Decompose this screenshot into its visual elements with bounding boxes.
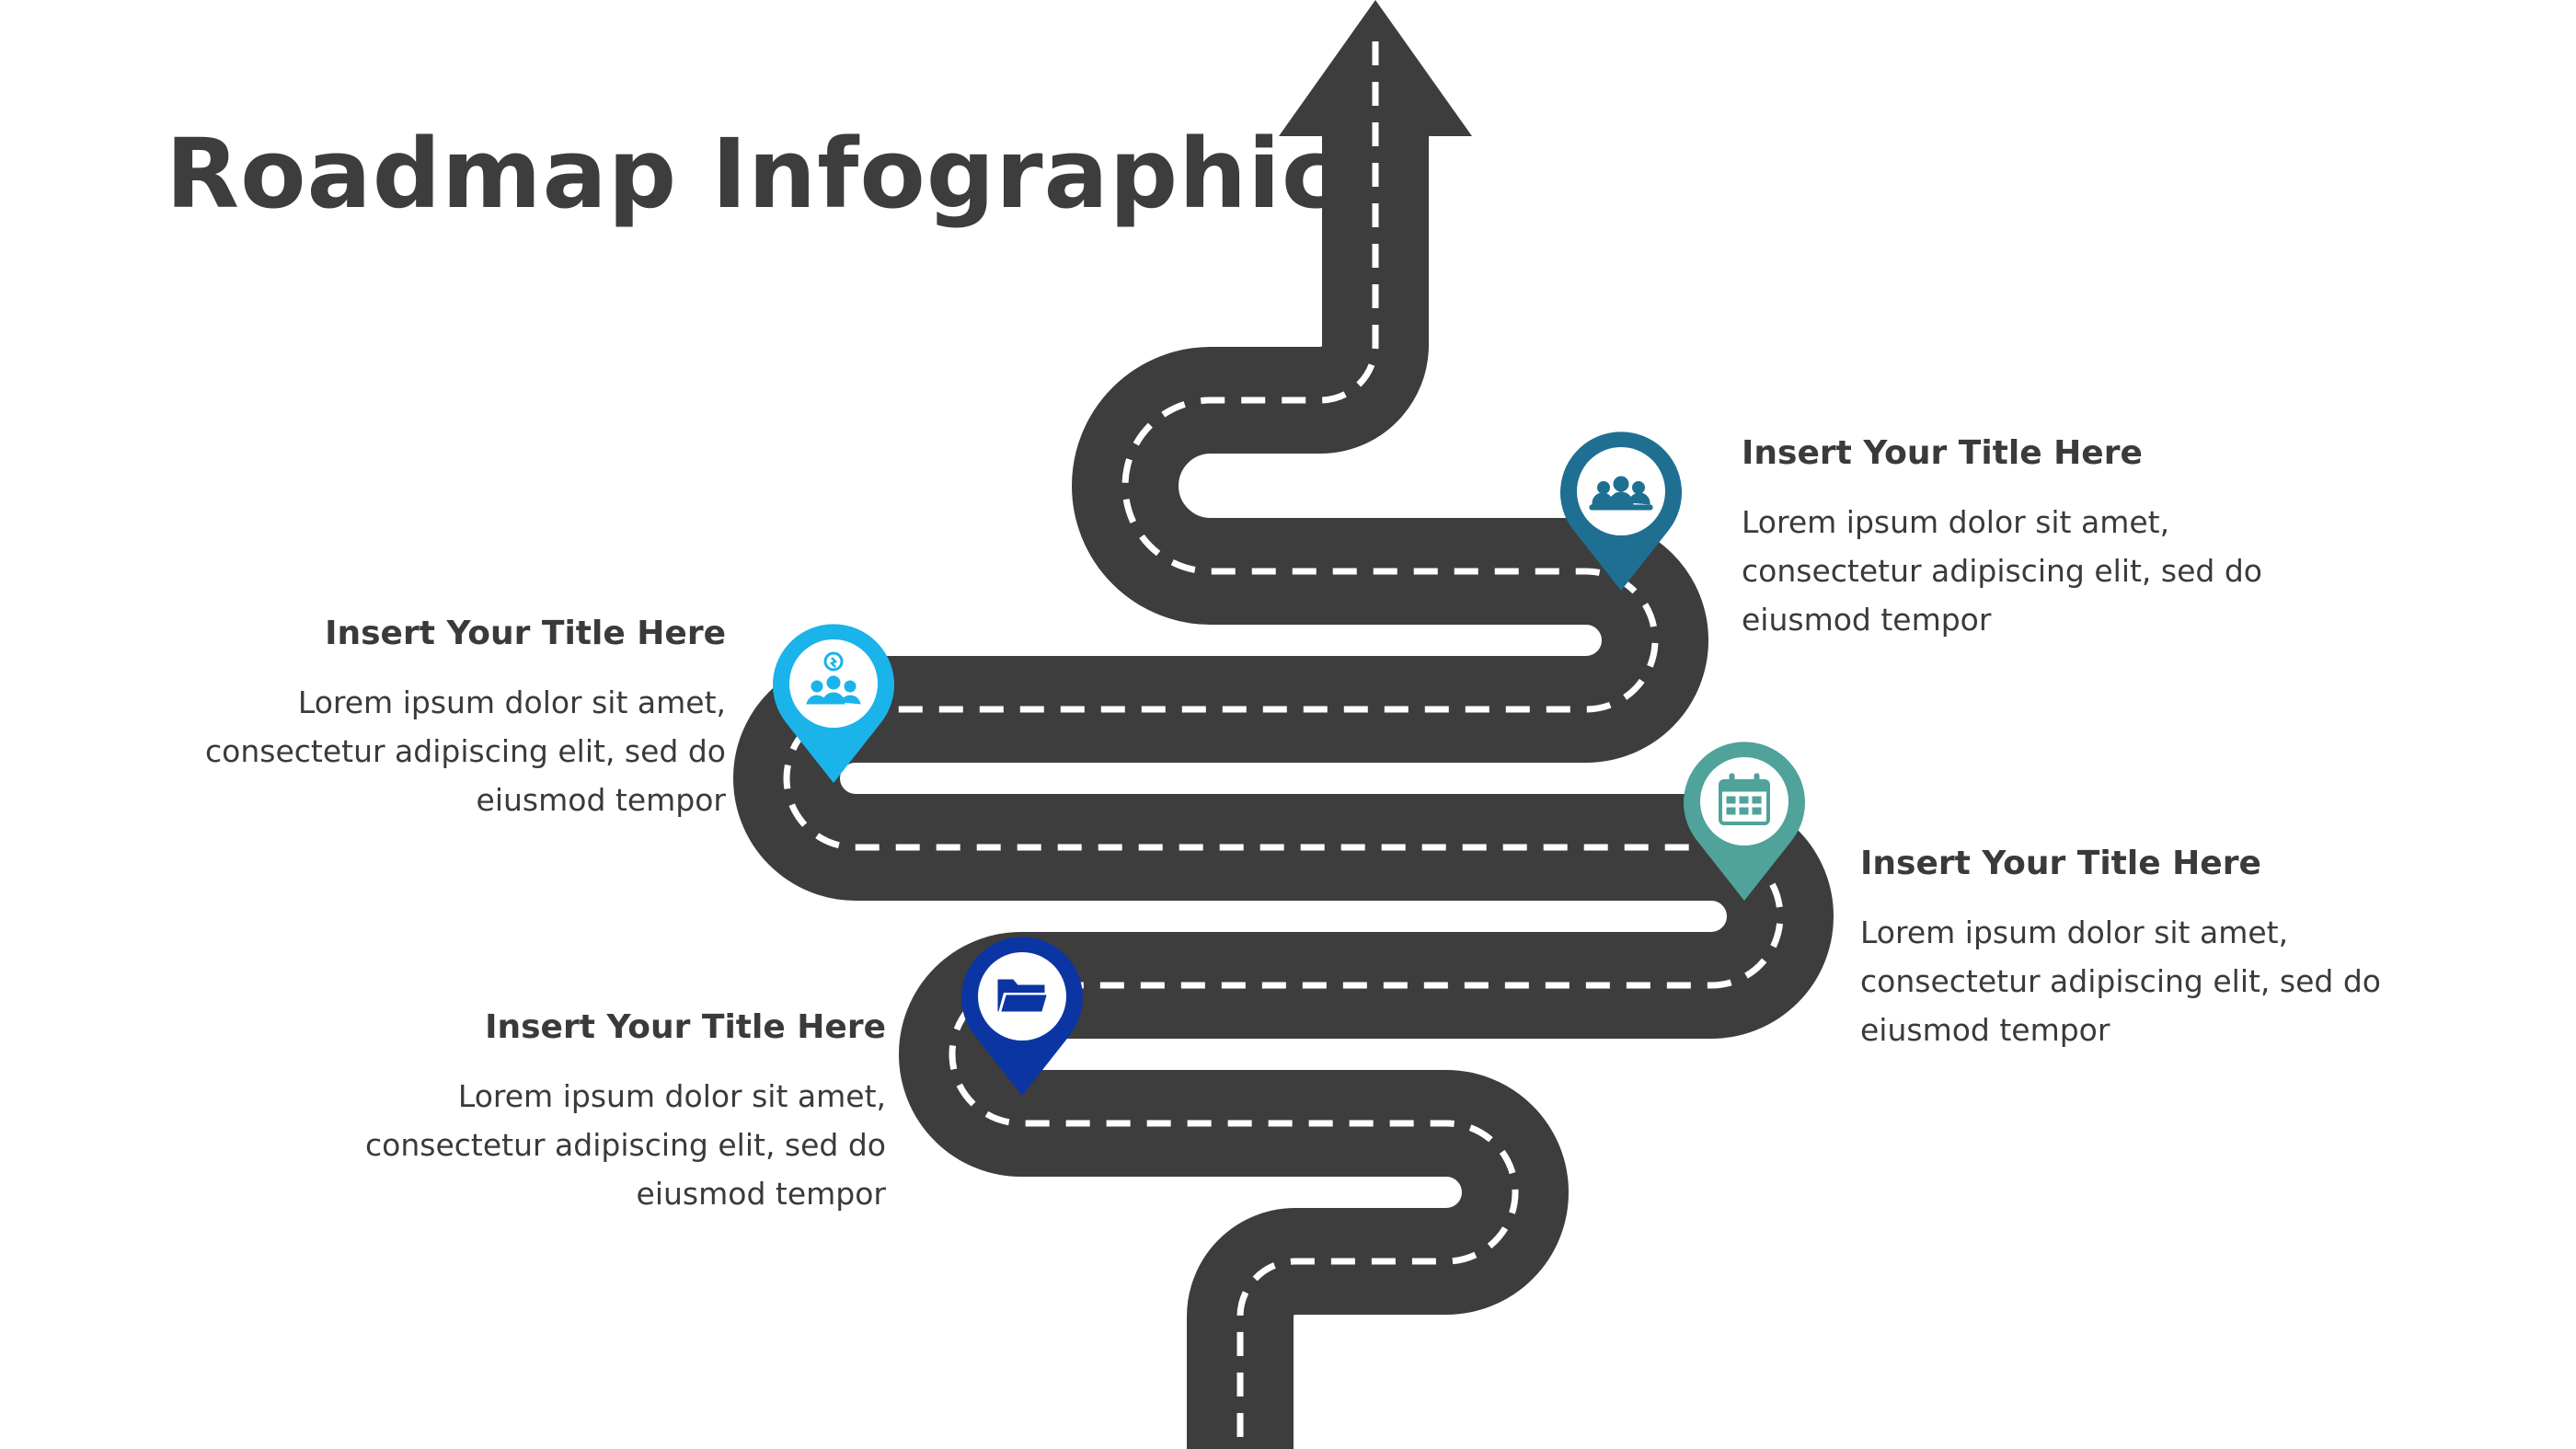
- milestone-text-line: eiusmod tempor: [476, 782, 726, 818]
- milestone-title: Insert Your Title Here: [485, 1008, 886, 1046]
- milestone-2: Insert Your Title Here Lorem ipsum dolor…: [27, 615, 726, 824]
- milestone-description: Lorem ipsum dolor sit amet, consectetur …: [1742, 498, 2441, 644]
- milestone-1: Insert Your Title Here Lorem ipsum dolor…: [1742, 434, 2441, 644]
- team-icon: [1589, 476, 1653, 511]
- milestone-description: Lorem ipsum dolor sit amet, consectetur …: [1860, 908, 2559, 1054]
- milestone-pin-2: [773, 624, 894, 783]
- idea-team-icon: [806, 651, 861, 705]
- milestone-title: Insert Your Title Here: [1860, 845, 2261, 882]
- milestone-text-line: eiusmod tempor: [1860, 1012, 2110, 1048]
- milestone-text-line: eiusmod tempor: [1742, 602, 1992, 638]
- milestone-text-line: Lorem ipsum dolor sit amet,: [1742, 504, 2170, 540]
- milestone-description: Lorem ipsum dolor sit amet, consectetur …: [187, 1072, 886, 1218]
- milestone-title: Insert Your Title Here: [1742, 434, 2143, 472]
- milestone-pin-3: [1684, 742, 1805, 901]
- milestone-title: Insert Your Title Here: [325, 615, 726, 652]
- road-body: [733, 129, 1834, 1449]
- milestone-text-line: Lorem ipsum dolor sit amet,: [457, 1078, 886, 1114]
- folder-icon: [997, 979, 1050, 1013]
- milestone-text-line: Lorem ipsum dolor sit amet,: [1860, 914, 2289, 950]
- milestone-4: Insert Your Title Here Lorem ipsum dolor…: [187, 1008, 886, 1218]
- milestone-text-line: consectetur adipiscing elit, sed do: [205, 733, 726, 769]
- milestone-3: Insert Your Title Here Lorem ipsum dolor…: [1860, 845, 2559, 1054]
- milestone-text-line: consectetur adipiscing elit, sed do: [365, 1127, 886, 1163]
- milestone-text-line: consectetur adipiscing elit, sed do: [1860, 963, 2381, 999]
- milestone-description: Lorem ipsum dolor sit amet, consectetur …: [27, 678, 726, 824]
- milestone-pin-4: [961, 937, 1083, 1096]
- page-title: Roadmap Infographic: [166, 118, 1340, 230]
- milestone-text-line: Lorem ipsum dolor sit amet,: [297, 684, 726, 720]
- calendar-icon: [1719, 773, 1770, 825]
- road-center-dashes: [783, 41, 1784, 1449]
- milestone-pin-1: [1560, 431, 1682, 591]
- milestone-text-line: consectetur adipiscing elit, sed do: [1742, 553, 2262, 589]
- milestone-text-line: eiusmod tempor: [636, 1176, 886, 1212]
- road-arrow-head: [1279, 0, 1472, 136]
